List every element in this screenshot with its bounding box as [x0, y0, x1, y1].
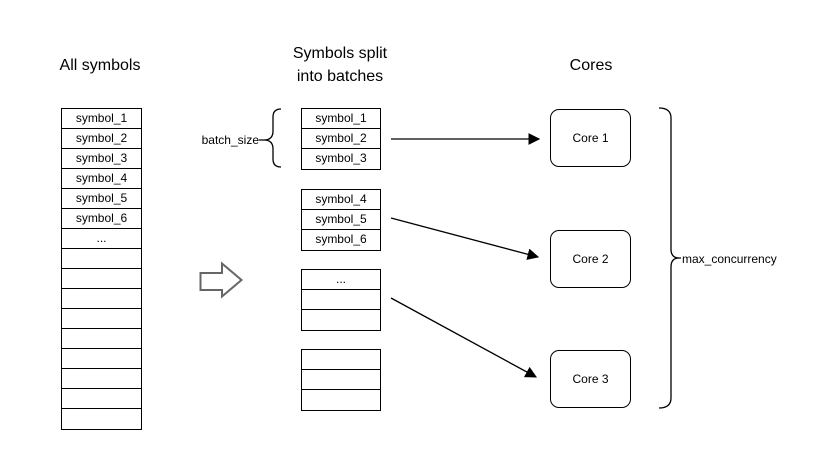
batch-cell: symbol_4 — [302, 190, 380, 210]
batch-3: ... — [301, 269, 381, 331]
batches-title: Symbols split into batches — [292, 45, 388, 85]
batch-cell — [302, 310, 380, 330]
core-1-box: Core 1 — [550, 109, 631, 167]
core-3-label: Core 3 — [572, 372, 609, 386]
batch-cell — [302, 370, 380, 390]
batch-cell: symbol_5 — [302, 210, 380, 230]
batch-size-label: batch_size — [201, 133, 259, 147]
symbol-cell — [62, 409, 141, 429]
arrow-batch3-to-core3 — [390, 297, 538, 378]
max-concurrency-brace-icon — [658, 107, 681, 409]
max-concurrency-label: max_concurrency — [682, 252, 777, 266]
batch-cell: symbol_3 — [315, 151, 367, 165]
batch-cell: ... — [302, 270, 380, 290]
symbol-cell: ... — [62, 229, 141, 249]
batch-cell: symbol_2 — [302, 129, 380, 149]
batch-cell: symbol_6 — [315, 232, 367, 246]
symbol-cell: symbol_1 — [62, 109, 141, 129]
batch-4 — [301, 349, 381, 411]
symbol-cell — [62, 249, 141, 269]
symbol-cell — [62, 309, 141, 329]
symbol-cell — [62, 289, 141, 309]
symbol-cell: symbol_2 — [62, 129, 141, 149]
symbol-cell: symbol_6 — [62, 209, 141, 229]
symbol-cell — [62, 269, 141, 289]
symbol-cell — [62, 329, 141, 349]
symbol-cell — [62, 369, 141, 389]
symbol-cell — [62, 349, 141, 369]
core-3-box: Core 3 — [550, 350, 631, 408]
batch-cell — [302, 290, 380, 310]
batch-cell — [302, 390, 380, 410]
right-block-arrow-icon — [199, 261, 244, 299]
symbol-cell — [62, 389, 141, 409]
core-2-label: Core 2 — [572, 252, 609, 266]
all-symbols-title: All symbols — [59, 57, 141, 74]
cores-title: Cores — [569, 57, 613, 74]
symbol-cell: symbol_5 — [62, 189, 141, 209]
batch-cell — [302, 350, 380, 370]
core-2-box: Core 2 — [550, 230, 631, 288]
arrow-batch2-to-core2 — [390, 217, 540, 260]
core-1-label: Core 1 — [572, 131, 609, 145]
batch-cell: symbol_1 — [302, 109, 380, 129]
symbol-cell: symbol_3 — [62, 149, 141, 169]
symbol-cell: symbol_4 — [62, 169, 141, 189]
batch-size-brace-icon — [259, 108, 282, 168]
